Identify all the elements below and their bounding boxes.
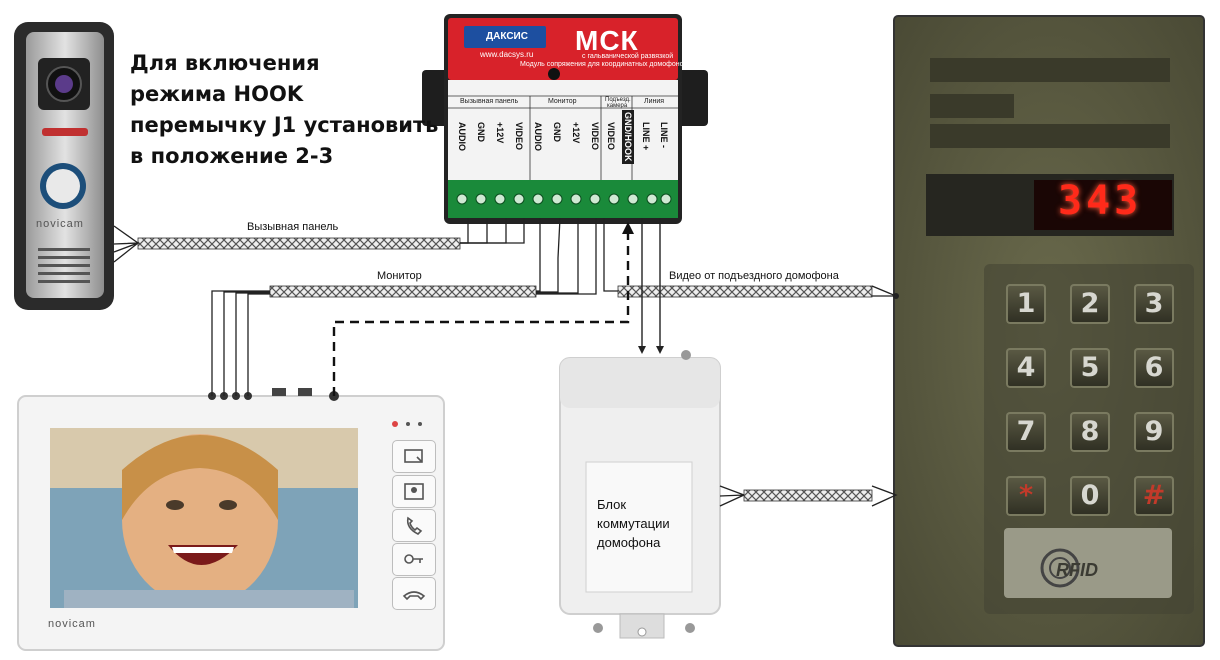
entrance-panel xyxy=(893,15,1205,647)
pin-video-1: VIDEO xyxy=(514,122,524,151)
pin-gnd-1: GND xyxy=(476,122,486,142)
monitor-brand: novicam xyxy=(48,618,96,630)
monitor-screen-button[interactable] xyxy=(392,440,436,473)
msk-description: Модуль сопряжения для координатных домоф… xyxy=(520,61,688,68)
group-entrance-camera-l2: камера xyxy=(607,103,628,109)
label-video-cable: Видео от подъездного домофона xyxy=(669,270,839,282)
key-hash[interactable]: # xyxy=(1134,476,1174,516)
pin-12v-1: +12V xyxy=(495,122,505,144)
key-4[interactable]: 4 xyxy=(1006,348,1046,388)
hook-instruction: Для включения режима HOOK перемычку J1 у… xyxy=(130,48,439,172)
cable-panel-link xyxy=(719,485,898,507)
apartment-display: 343 xyxy=(1058,178,1143,224)
pin-gnd-2: GND xyxy=(552,122,562,142)
video-monitor xyxy=(17,388,445,651)
msk-module xyxy=(422,14,708,224)
block-label-line-2: коммутации xyxy=(597,516,670,531)
key-8[interactable]: 8 xyxy=(1070,412,1110,452)
key-2[interactable]: 2 xyxy=(1070,284,1110,324)
pin-line-plus: LINE + xyxy=(641,122,651,151)
key-star[interactable]: * xyxy=(1006,476,1046,516)
label-call-panel-cable: Вызывная панель xyxy=(247,221,339,233)
key-6[interactable]: 6 xyxy=(1134,348,1174,388)
group-monitor: Монитор xyxy=(548,98,577,105)
hook-wire-arrow xyxy=(622,222,634,234)
pin-audio-2: AUDIO xyxy=(533,122,543,151)
msk-title: МСК xyxy=(575,25,639,56)
switching-block-label: Блок коммутации домофона xyxy=(597,495,707,552)
screen-switch-icon xyxy=(404,449,423,463)
cable-video xyxy=(603,218,899,299)
monitor-intercom-button[interactable] xyxy=(392,475,436,508)
pin-video-2: VIDEO xyxy=(590,122,600,151)
call-panel xyxy=(14,22,114,310)
pin-line-minus: LINE - xyxy=(659,122,669,148)
hangup-icon xyxy=(402,591,426,601)
instruction-line-2: режима HOOK xyxy=(130,82,304,106)
key-9[interactable]: 9 xyxy=(1134,412,1174,452)
block-label-line-1: Блок xyxy=(597,497,627,512)
call-panel-brand: novicam xyxy=(36,218,84,230)
group-call-panel: Вызывная панель xyxy=(460,98,519,105)
monitor-hangup-button[interactable] xyxy=(392,577,436,610)
key-3[interactable]: 3 xyxy=(1134,284,1174,324)
terminal-screws xyxy=(456,193,672,205)
key-0[interactable]: 0 xyxy=(1070,476,1110,516)
msk-brand: ДАКСИС xyxy=(486,31,528,42)
cable-monitor xyxy=(211,217,597,396)
switching-block xyxy=(559,350,721,639)
key-7[interactable]: 7 xyxy=(1006,412,1046,452)
block-label-line-3: домофона xyxy=(597,535,661,550)
group-entrance-camera-l1: Подъезд. xyxy=(605,97,631,103)
pin-gnd-hook: GND/HOOK xyxy=(622,110,634,164)
hook-wire xyxy=(332,226,630,396)
contact-card-icon xyxy=(404,483,424,500)
pin-12v-2: +12V xyxy=(571,122,581,144)
msk-site: www.dacsys.ru xyxy=(480,50,534,59)
msk-isolation: с гальванической развязкой xyxy=(582,53,674,60)
key-5[interactable]: 5 xyxy=(1070,348,1110,388)
key-icon xyxy=(404,554,423,564)
pin-video-3: VIDEO xyxy=(606,122,616,151)
rfid-label: RFID xyxy=(1056,560,1098,580)
group-line: Линия xyxy=(644,98,665,105)
key-1[interactable]: 1 xyxy=(1006,284,1046,324)
cable-call-panel xyxy=(113,218,525,263)
instruction-line-3: перемычку J1 установить xyxy=(130,113,439,137)
monitor-answer-button[interactable] xyxy=(392,509,436,542)
instruction-line-1: Для включения xyxy=(130,51,320,75)
instruction-line-4: в положение 2-3 xyxy=(130,144,334,168)
label-monitor-cable: Монитор xyxy=(377,270,422,282)
phone-icon xyxy=(406,516,423,535)
monitor-unlock-button[interactable] xyxy=(392,543,436,576)
pin-audio-1: AUDIO xyxy=(457,122,467,151)
